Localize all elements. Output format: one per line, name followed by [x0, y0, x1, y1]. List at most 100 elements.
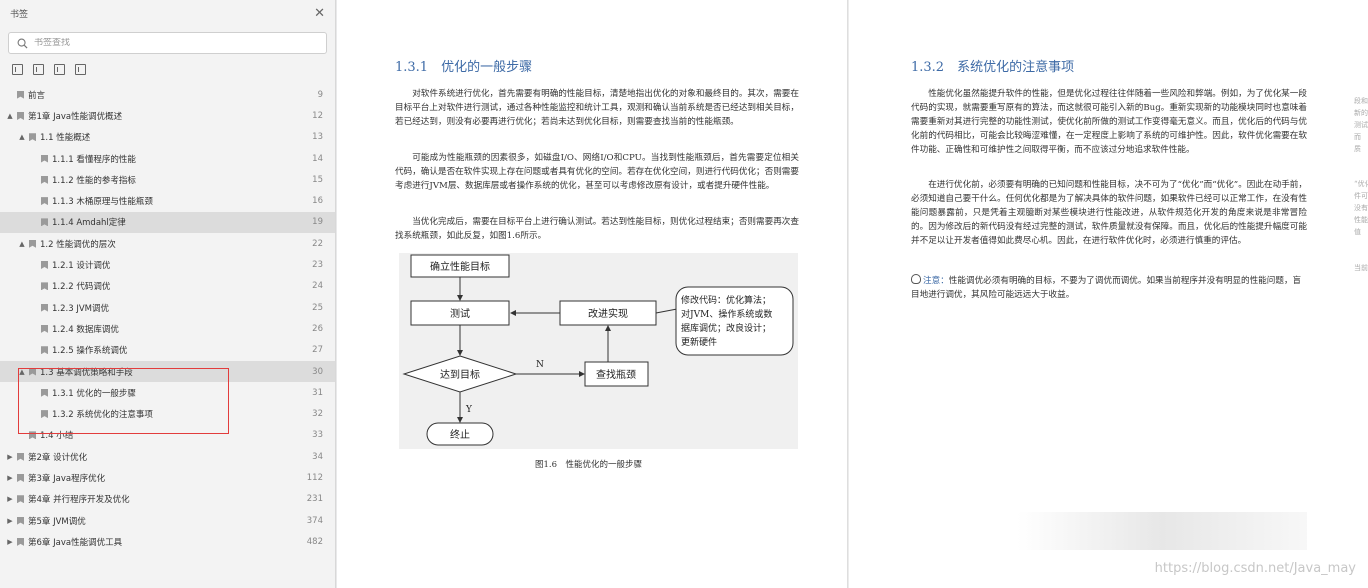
bookmark-search-box[interactable]	[8, 32, 327, 54]
bookmark-label: 1.3 基本调优策略和手段	[40, 367, 133, 378]
collapse-arrow-icon[interactable]: ▲	[19, 133, 25, 142]
note-text: 性能调优必须有明确的目标，不要为了调优而调优。如果当前程序并没有明显的性能问题，…	[911, 276, 1302, 300]
bookmark-icon	[41, 388, 48, 397]
bookmark-item[interactable]: 1.2.1 设计调优 23	[0, 254, 335, 275]
bookmark-icon[interactable]	[75, 63, 86, 75]
flowchart-svg: 确立性能目标 测试 改进实现 修改代码：优化算法；	[402, 254, 794, 446]
collapse-arrow-icon[interactable]: ▲	[19, 367, 25, 376]
section-heading-1-3-2: 1.3.2 系统优化的注意事项	[911, 60, 1075, 75]
bookmark-item[interactable]: ▲ 1.3 基本调优策略和手段 30	[0, 360, 335, 383]
terminal-end-label: 终止	[450, 428, 470, 441]
bookmark-icon	[17, 90, 24, 99]
bookmark-icon	[41, 410, 48, 419]
search-icon	[17, 38, 28, 49]
box-find-label: 查找瓶颈	[596, 368, 636, 381]
lightbulb-icon	[911, 274, 921, 284]
note-block: 注意：性能调优必须有明确的目标，不要为了调优而调优。如果当前程序并没有明显的性能…	[911, 274, 1307, 302]
bookmark-icon	[41, 175, 48, 184]
expand-all-icon[interactable]	[12, 63, 23, 75]
bookmark-icon	[41, 346, 48, 355]
bookmark-page-number: 9	[317, 89, 323, 100]
bookmark-label: 1.2.3 JVM调优	[52, 303, 109, 314]
bookmark-icon	[17, 473, 24, 482]
page-right: 1.3.2 系统优化的注意事项 性能优化虽然能提升软件的性能，但是优化过程往往伴…	[849, 0, 1368, 588]
close-icon[interactable]: ✕	[314, 5, 325, 21]
box-test	[410, 300, 510, 326]
bookmark-page-number: 25	[312, 302, 323, 313]
bookmark-label: 1.1.3 木桶原理与性能瓶颈	[52, 197, 153, 208]
bookmark-page-number: 13	[312, 132, 323, 143]
document-view[interactable]: 1.3.1 优化的一般步骤 对软件系统进行优化，首先需要有明确的性能目标，清楚地…	[337, 0, 1368, 588]
bookmark-page-number: 374	[306, 515, 323, 526]
bookmark-page-number: 23	[312, 260, 323, 271]
bookmark-item[interactable]: 1.2.4 数据库调优 26	[0, 318, 335, 339]
bookmark-label: 第4章 并行程序开发及优化	[28, 495, 130, 506]
flowchart-figure: 确立性能目标 测试 改进实现 修改代码：优化算法；	[399, 253, 798, 449]
bookmark-icon	[29, 133, 36, 142]
expand-arrow-icon[interactable]: ▶	[7, 516, 13, 525]
paragraph-2: 可能成为性能瓶颈的因素很多，如磁盘I/O、网络I/O和CPU。当找到性能瓶颈后，…	[395, 153, 799, 191]
bookmark-page-number: 30	[312, 366, 323, 377]
add-bookmark-icon[interactable]	[54, 63, 65, 75]
bookmark-page-number: 482	[306, 536, 323, 547]
bookmark-label: 1.1.2 性能的参考指标	[52, 175, 136, 186]
box-improve-label: 改进实现	[588, 307, 628, 320]
bookmark-label: 1.4 小结	[40, 431, 74, 442]
bookmark-search-input[interactable]	[34, 38, 294, 48]
label-n: N	[536, 360, 544, 370]
collapse-arrow-icon[interactable]: ▲	[19, 239, 25, 248]
bookmark-icon	[41, 197, 48, 206]
bookmark-item[interactable]: ▶ 第6章 Java性能调优工具 482	[0, 531, 335, 552]
bookmark-item[interactable]: ▶ 第2章 设计优化 34	[0, 446, 335, 467]
bookmark-label: 1.2.5 操作系统调优	[52, 346, 128, 357]
expand-arrow-icon[interactable]: ▶	[7, 452, 13, 461]
bookmark-page-number: 33	[312, 430, 323, 441]
bookmark-icon	[29, 367, 36, 376]
bookmark-page-number: 26	[312, 323, 323, 334]
bookmark-toolbar	[0, 54, 335, 84]
bookmark-label: 1.2.1 设计调优	[52, 261, 111, 272]
figure-caption: 图1.6 性能优化的一般步骤	[535, 460, 643, 470]
collapse-all-icon[interactable]	[33, 63, 44, 75]
expand-arrow-icon[interactable]: ▶	[7, 537, 13, 546]
bookmark-icon	[41, 303, 48, 312]
box-goal-label: 确立性能目标	[430, 260, 490, 273]
bookmark-page-number: 34	[312, 451, 323, 462]
bookmark-item[interactable]: 1.2.3 JVM调优 25	[0, 297, 335, 318]
bookmark-page-number: 27	[312, 345, 323, 356]
bookmark-label: 1.1.4 Amdahl定律	[52, 218, 126, 229]
collapse-arrow-icon[interactable]: ▲	[7, 111, 13, 120]
bookmark-label: 第3章 Java程序优化	[28, 473, 106, 484]
bookmark-item[interactable]: 1.4 小结 33	[0, 425, 335, 446]
bookmark-icon	[41, 324, 48, 333]
adjacent-page-fragment-3: 当前	[1354, 264, 1368, 272]
paragraph-5: 在进行优化前，必须要有明确的已知问题和性能目标，决不可为了“优化”而“优化”。因…	[911, 180, 1307, 246]
blurred-overlay	[1017, 512, 1307, 550]
bookmark-page-number: 231	[306, 494, 323, 505]
paragraph-3: 当优化完成后，需要在目标平台上进行确认测试。若达到性能目标，则优化过程结束；否则…	[395, 217, 799, 241]
bookmark-item[interactable]: 1.2.5 操作系统调优 27	[0, 340, 335, 361]
bookmark-label: 第2章 设计优化	[28, 452, 88, 463]
expand-arrow-icon[interactable]: ▶	[7, 473, 13, 482]
bookmark-label: 1.2.4 数据库调优	[52, 324, 119, 335]
expand-arrow-icon[interactable]: ▶	[7, 495, 13, 504]
bookmark-label: 第6章 Java性能调优工具	[28, 537, 123, 548]
bookmark-panel-header: 书签 ✕	[0, 0, 335, 26]
paragraph-4: 性能优化虽然能提升软件的性能，但是优化过程往往伴随着一些风险和弊端。例如，为了优…	[911, 89, 1307, 155]
bookmark-label: 第1章 Java性能调优概述	[28, 111, 123, 122]
bookmark-item[interactable]: ▶ 第4章 并行程序开发及优化 231	[0, 489, 335, 510]
